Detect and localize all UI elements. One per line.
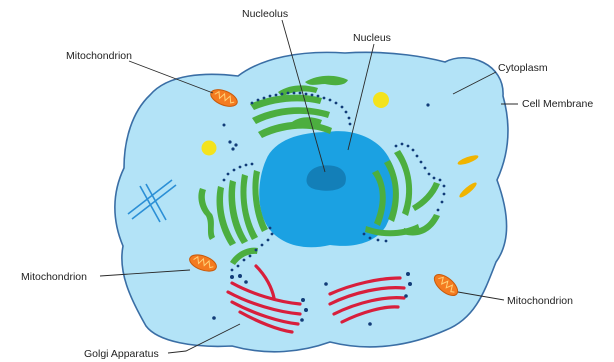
label-golgi-apparatus: Golgi Apparatus xyxy=(84,348,159,360)
label-mitochondrion-top: Mitochondrion xyxy=(66,50,132,62)
label-mitochondrion-left: Mitochondrion xyxy=(21,271,87,283)
label-nucleus: Nucleus xyxy=(353,32,391,44)
label-nucleolus: Nucleolus xyxy=(242,8,288,20)
label-cell-membrane: Cell Membrane xyxy=(522,98,593,110)
vesicle-left xyxy=(202,141,217,156)
label-mitochondrion-right: Mitochondrion xyxy=(507,295,573,307)
vesicle-top-right xyxy=(373,92,389,108)
label-cytoplasm: Cytoplasm xyxy=(498,62,548,74)
